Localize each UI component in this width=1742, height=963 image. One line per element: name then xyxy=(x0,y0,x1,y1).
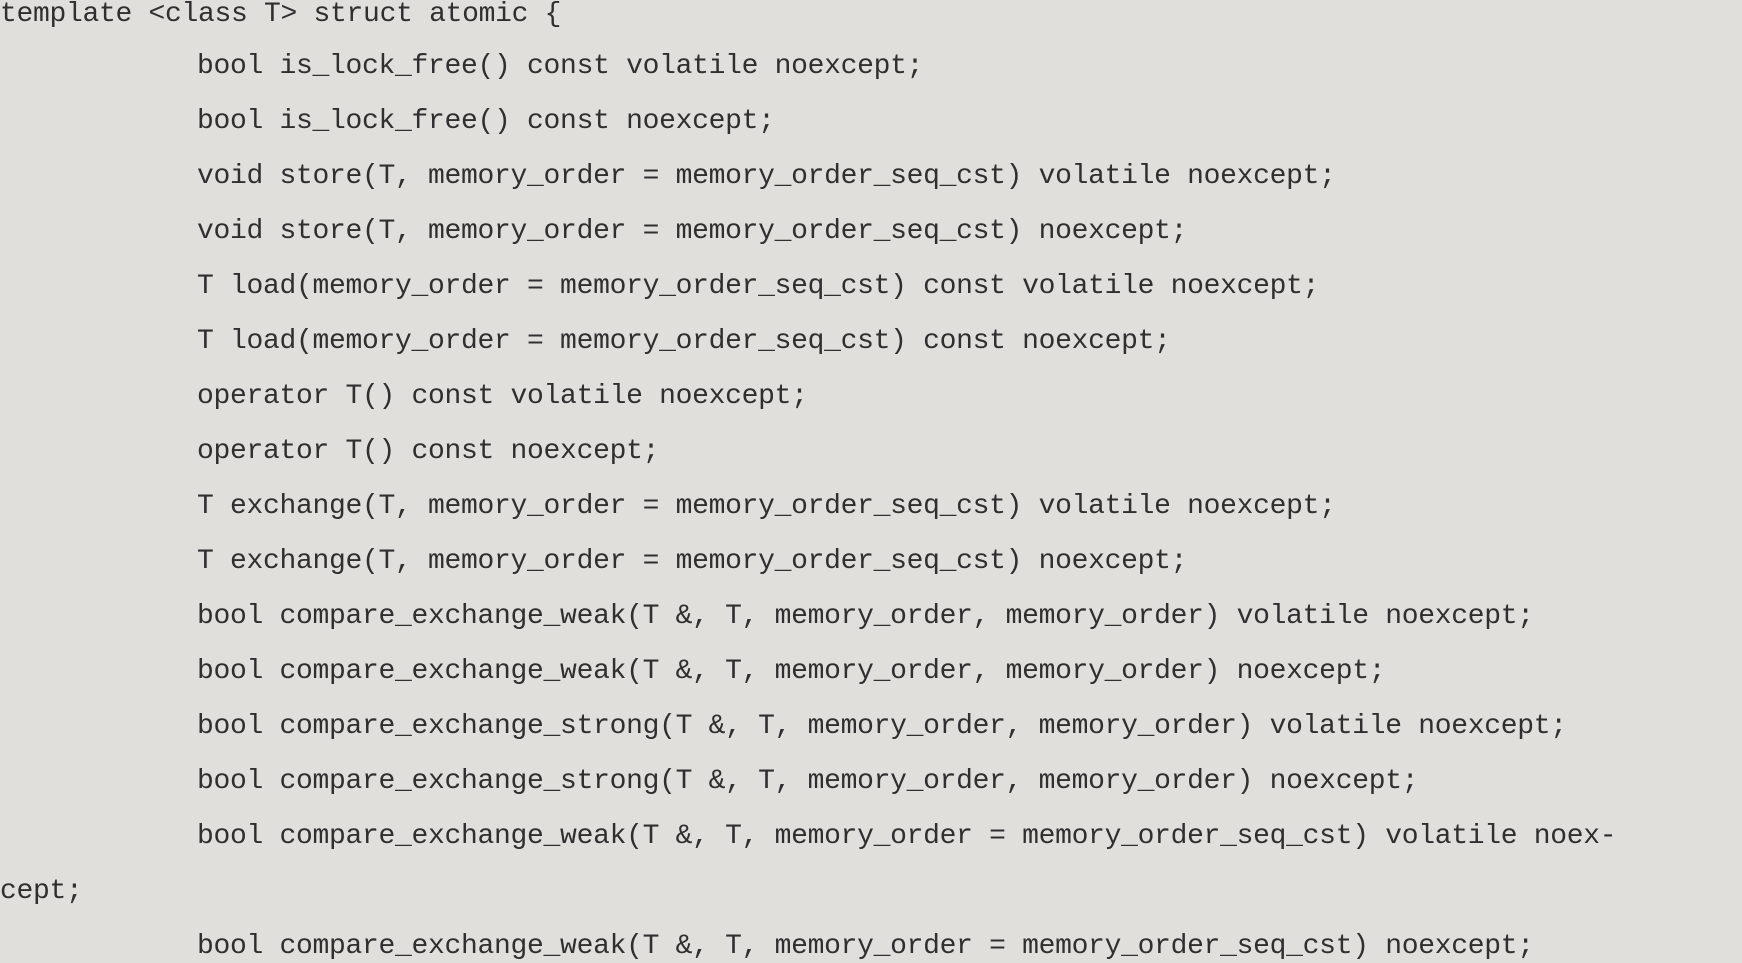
code-line: T exchange(T, memory_order = memory_orde… xyxy=(197,546,1188,577)
code-line: bool compare_exchange_strong(T &, T, mem… xyxy=(197,766,1419,797)
code-line: bool compare_exchange_weak(T &, T, memor… xyxy=(197,601,1534,632)
code-line: T load(memory_order = memory_order_seq_c… xyxy=(197,326,1171,357)
code-line: bool is_lock_free() const volatile noexc… xyxy=(197,51,924,82)
code-line: bool compare_exchange_weak(T &, T, memor… xyxy=(197,656,1386,687)
code-line: bool compare_exchange_weak(T &, T, memor… xyxy=(197,821,1617,852)
code-line: void store(T, memory_order = memory_orde… xyxy=(197,216,1188,247)
code-line: operator T() const volatile noexcept; xyxy=(197,381,808,412)
code-line: bool compare_exchange_weak(T &, T, memor… xyxy=(197,931,1534,962)
code-line: T exchange(T, memory_order = memory_orde… xyxy=(197,491,1336,522)
code-line: cept; xyxy=(0,876,83,907)
code-line: bool is_lock_free() const noexcept; xyxy=(197,106,775,137)
code-line: bool compare_exchange_strong(T &, T, mem… xyxy=(197,711,1567,742)
code-line: template <class T> struct atomic { xyxy=(0,0,562,30)
code-line: T load(memory_order = memory_order_seq_c… xyxy=(197,271,1320,302)
code-line: void store(T, memory_order = memory_orde… xyxy=(197,161,1336,192)
code-line: operator T() const noexcept; xyxy=(197,436,660,467)
